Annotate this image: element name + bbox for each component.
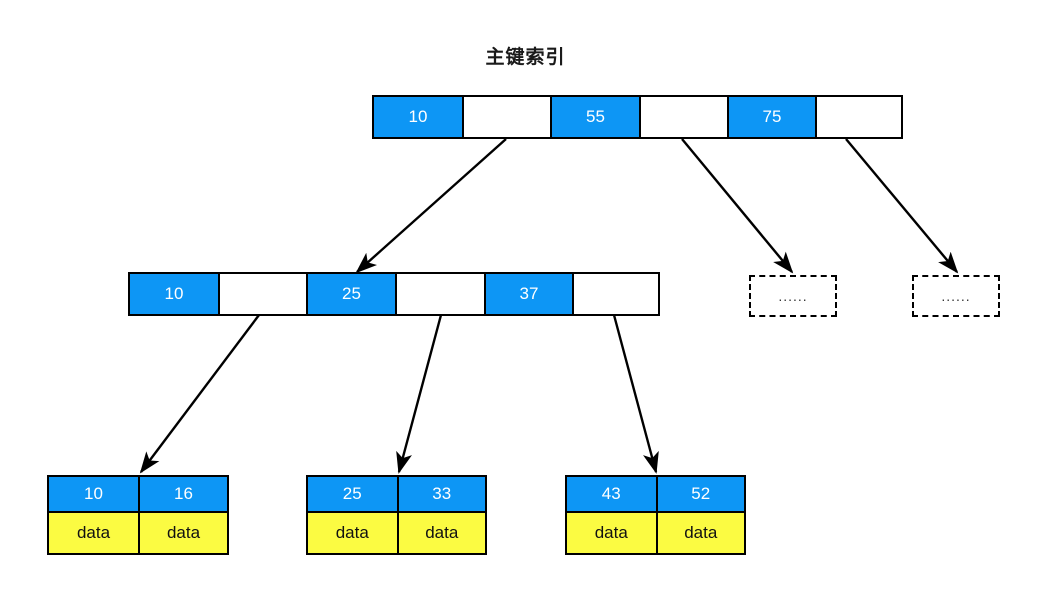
- leaf-3-key-1[interactable]: 52: [655, 477, 744, 511]
- leaf-1-key-0[interactable]: 10: [49, 477, 138, 511]
- leaf-2-data-1[interactable]: data: [396, 513, 485, 553]
- leaf-2-key-0[interactable]: 25: [308, 477, 397, 511]
- root-cell-pointer-2[interactable]: [815, 97, 901, 137]
- leaf-2-key-1[interactable]: 33: [396, 477, 485, 511]
- root-cell-pointer-0[interactable]: [462, 97, 550, 137]
- page-title: 主键索引: [485, 47, 566, 68]
- leaf-3-data-row: data data: [567, 513, 744, 553]
- placeholder-node-2[interactable]: ......: [912, 275, 1000, 317]
- edge-root-to-ellipsis2: [845, 138, 959, 274]
- leaf-node-1[interactable]: 10 16 data data: [47, 475, 229, 555]
- leaf-3-key-0[interactable]: 43: [567, 477, 656, 511]
- leaf-1-key-1[interactable]: 16: [138, 477, 227, 511]
- internal-cell-pointer-1[interactable]: [395, 274, 484, 314]
- placeholder-label-2: ......: [941, 288, 971, 304]
- leaf-3-data-1[interactable]: data: [655, 513, 744, 553]
- internal-cell-pointer-2[interactable]: [572, 274, 658, 314]
- edge-root-to-internal1: [355, 138, 507, 274]
- internal-cell-key-0[interactable]: 10: [130, 274, 218, 314]
- leaf-node-2[interactable]: 25 33 data data: [306, 475, 487, 555]
- edge-internal1-to-leaf3: [612, 314, 659, 474]
- root-index-node[interactable]: 10 55 75: [372, 95, 903, 139]
- leaf-3-data-0[interactable]: data: [567, 513, 656, 553]
- placeholder-node-1[interactable]: ......: [749, 275, 837, 317]
- root-cell-key-2[interactable]: 75: [727, 97, 815, 137]
- leaf-1-data-0[interactable]: data: [49, 513, 138, 553]
- leaf-1-data-1[interactable]: data: [138, 513, 227, 553]
- leaf-1-data-row: data data: [49, 513, 227, 553]
- root-cell-pointer-1[interactable]: [639, 97, 727, 137]
- leaf-2-key-row: 25 33: [308, 477, 485, 513]
- internal-index-node[interactable]: 10 25 37: [128, 272, 660, 316]
- internal-cell-key-1[interactable]: 25: [306, 274, 395, 314]
- placeholder-label-1: ......: [778, 288, 808, 304]
- leaf-node-3[interactable]: 43 52 data data: [565, 475, 746, 555]
- edge-internal1-to-leaf2: [396, 314, 443, 474]
- internal-cell-pointer-0[interactable]: [218, 274, 306, 314]
- leaf-2-data-0[interactable]: data: [308, 513, 397, 553]
- root-cell-key-0[interactable]: 10: [374, 97, 462, 137]
- root-cell-key-1[interactable]: 55: [550, 97, 639, 137]
- leaf-1-key-row: 10 16: [49, 477, 227, 513]
- edge-root-to-ellipsis1: [681, 138, 794, 274]
- internal-cell-key-2[interactable]: 37: [484, 274, 572, 314]
- leaf-3-key-row: 43 52: [567, 477, 744, 513]
- leaf-2-data-row: data data: [308, 513, 485, 553]
- edge-internal1-to-leaf1: [139, 314, 260, 474]
